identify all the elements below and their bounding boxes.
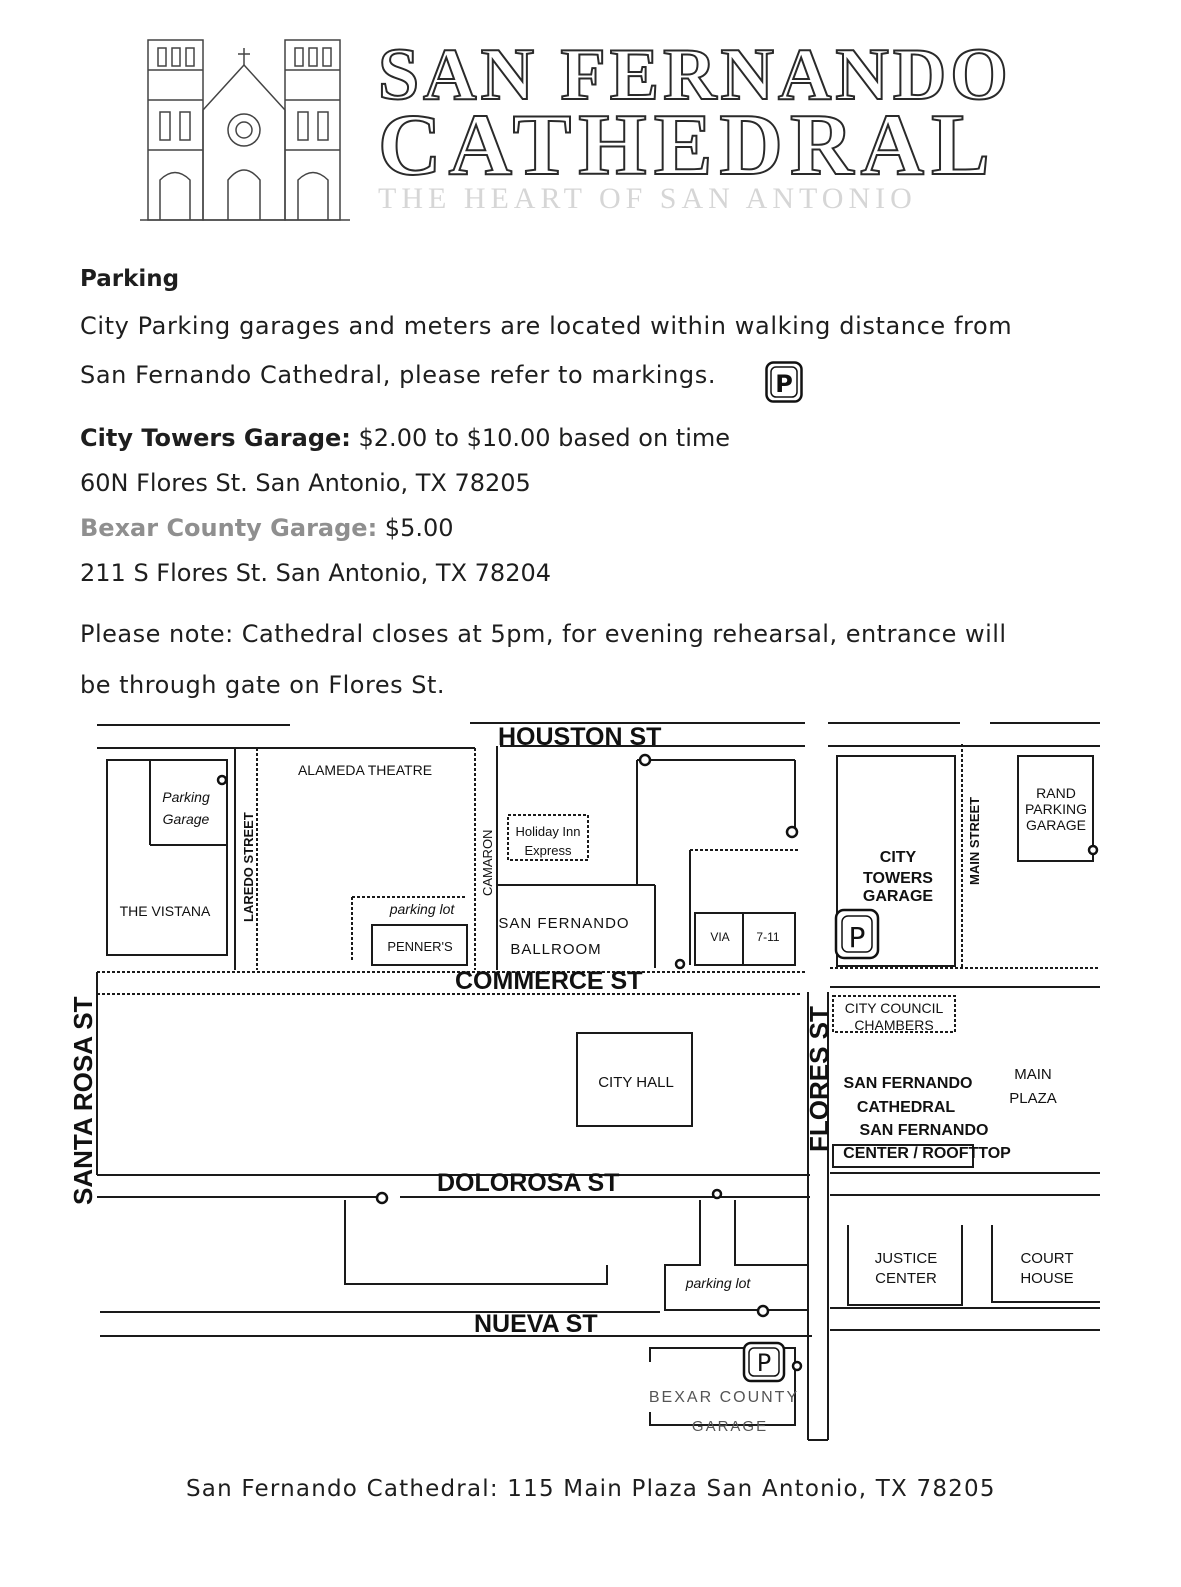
parking-garage-label-1: Parking — [162, 789, 210, 805]
justice-center-label-2: CENTER — [875, 1270, 937, 1287]
houston-street-label: HOUSTON ST — [498, 723, 661, 751]
cathedral-label-3: SAN FERNANDO — [860, 1122, 989, 1139]
nueva-street-label: NUEVA ST — [474, 1310, 598, 1338]
intro-text-line-1: City Parking garages and meters are loca… — [80, 312, 1013, 340]
vistana-label: THE VISTANA — [120, 903, 211, 919]
ballroom-label-2: BALLROOM — [510, 941, 601, 958]
city-council-label-2: CHAMBERS — [854, 1017, 933, 1033]
court-house-label-2: HOUSE — [1020, 1270, 1073, 1287]
main-plaza-label-1: MAIN — [1014, 1066, 1052, 1083]
parking-lot-bottom-label: parking lot — [685, 1275, 752, 1291]
city-towers-label-2: TOWERS — [863, 870, 933, 887]
footer-address: San Fernando Cathedral: 115 Main Plaza S… — [186, 1476, 996, 1502]
note-line-2: be through gate on Flores St. — [80, 671, 445, 699]
alameda-theatre-label: ALAMEDA THEATRE — [298, 762, 432, 778]
page-title-line-1: SAN FERNANDO — [377, 34, 1012, 116]
laredo-street-label: LAREDO STREET — [241, 812, 256, 922]
svg-text:P: P — [757, 1349, 771, 1377]
parking-garage-label-2: Garage — [163, 811, 210, 827]
city-council-label-1: CITY COUNCIL — [845, 1000, 944, 1016]
svg-text:P: P — [775, 370, 793, 398]
court-house-label-1: COURT — [1020, 1250, 1073, 1267]
city-hall-label: CITY HALL — [598, 1074, 674, 1091]
page-title-line-2: CATHEDRAL — [377, 97, 997, 194]
ballroom-label-1: SAN FERNANDO — [498, 915, 629, 932]
street-map: P P HOUSTON ST COMMERCE ST DOLOROSA ST N… — [68, 722, 1100, 1441]
parking-lot-top-label: parking lot — [389, 901, 456, 917]
svg-text:P: P — [849, 921, 866, 954]
cathedral-label-1: SAN FERNANDO — [844, 1075, 973, 1092]
city-towers-parking-marker: P — [834, 908, 880, 960]
bexar-county-garage-price: $5.00 — [377, 514, 454, 542]
cathedral-label-2: CATHEDRAL — [857, 1099, 956, 1116]
santa-rosa-street-label: SANTA ROSA ST — [68, 996, 98, 1205]
city-towers-label-1: CITY — [880, 849, 917, 866]
penners-label: PENNER'S — [387, 939, 453, 954]
bexar-county-parking-marker: P — [742, 1341, 786, 1383]
holiday-inn-label-2: Express — [525, 843, 572, 858]
seven-eleven-label: 7-11 — [756, 930, 779, 944]
main-street-label: MAIN STREET — [967, 797, 982, 885]
city-towers-garage-address: 60N Flores St. San Antonio, TX 78205 — [80, 469, 531, 497]
via-label: VIA — [710, 930, 729, 944]
commerce-street-label: COMMERCE ST — [455, 967, 643, 995]
rand-garage-label-2: PARKING — [1025, 801, 1087, 817]
note-line-1: Please note: Cathedral closes at 5pm, fo… — [80, 620, 1007, 648]
parking-heading: Parking — [80, 266, 180, 292]
rand-garage-label-1: RAND — [1036, 785, 1076, 801]
parking-marker-icon: P — [765, 361, 803, 403]
cathedral-label-4: CENTER / ROOFTTOP — [843, 1145, 1011, 1162]
city-towers-garage-price: $2.00 to $10.00 based on time — [350, 424, 731, 452]
bexar-county-garage-line: Bexar County Garage: $5.00 — [80, 514, 454, 542]
justice-center-label-1: JUSTICE — [875, 1250, 938, 1267]
main-plaza-label-2: PLAZA — [1009, 1090, 1057, 1107]
tagline: THE HEART OF SAN ANTONIO — [378, 182, 917, 215]
flores-street-label: FLORES ST — [804, 1006, 834, 1152]
bexar-county-label-1: BEXAR COUNTY — [649, 1389, 799, 1406]
rand-garage-label-3: GARAGE — [1026, 817, 1086, 833]
bexar-county-garage-name: Bexar County Garage: — [80, 514, 378, 542]
city-towers-garage-line: City Towers Garage: $2.00 to $10.00 base… — [80, 424, 730, 452]
camaron-street-label: CAMARON — [480, 830, 495, 896]
dolorosa-street-label: DOLOROSA ST — [437, 1169, 619, 1197]
bexar-county-label-2: GARAGE — [692, 1418, 768, 1435]
city-towers-label-3: GARAGE — [863, 888, 934, 905]
holiday-inn-label-1: Holiday Inn — [515, 824, 580, 839]
intro-text-line-2: San Fernando Cathedral, please refer to … — [80, 361, 717, 389]
city-towers-garage-name: City Towers Garage: — [80, 424, 351, 452]
bexar-county-garage-address: 211 S Flores St. San Antonio, TX 78204 — [80, 559, 551, 587]
cathedral-facade-icon — [140, 39, 350, 221]
